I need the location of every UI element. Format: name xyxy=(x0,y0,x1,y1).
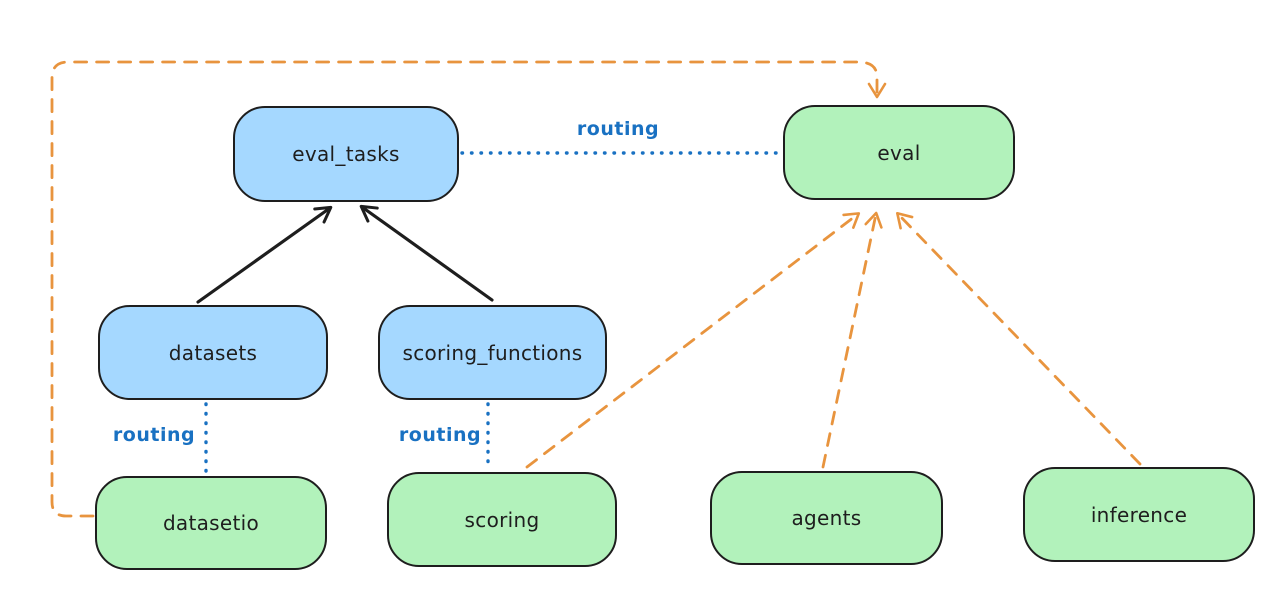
node-inference: inference xyxy=(1023,467,1255,562)
node-eval_tasks: eval_tasks xyxy=(233,106,459,202)
node-scoring_functions: scoring_functions xyxy=(378,305,607,400)
node-datasets: datasets xyxy=(98,305,328,400)
node-inference-label: inference xyxy=(1090,502,1188,527)
edge-datasetio-to-eval xyxy=(50,60,887,518)
edge-datasets-to-eval_tasks xyxy=(196,205,333,304)
edge-scoring_functions-to-eval_tasks xyxy=(359,204,494,302)
edge-agents-to-eval xyxy=(821,211,883,469)
edge-scoring-to-eval xyxy=(525,212,861,469)
node-scoring: scoring xyxy=(387,472,617,567)
node-agents: agents xyxy=(710,471,943,565)
edge-label-routing-scoring_functions-scoring: routing xyxy=(398,424,482,446)
node-scoring_functions-label: scoring_functions xyxy=(402,340,583,365)
node-agents-label: agents xyxy=(791,506,862,530)
node-eval-label: eval xyxy=(877,140,921,165)
node-eval: eval xyxy=(783,105,1015,200)
node-datasetio: datasetio xyxy=(95,476,327,570)
edge-label-routing-datasets-datasetio: routing xyxy=(112,424,196,446)
edge-label-routing-eval_tasks-eval: routing xyxy=(576,118,660,140)
node-datasetio-label: datasetio xyxy=(162,511,260,535)
node-scoring-label: scoring xyxy=(464,507,540,532)
node-datasets-label: datasets xyxy=(168,340,258,365)
edge-inference-to-eval xyxy=(896,211,1142,466)
node-eval_tasks-label: eval_tasks xyxy=(292,142,400,166)
